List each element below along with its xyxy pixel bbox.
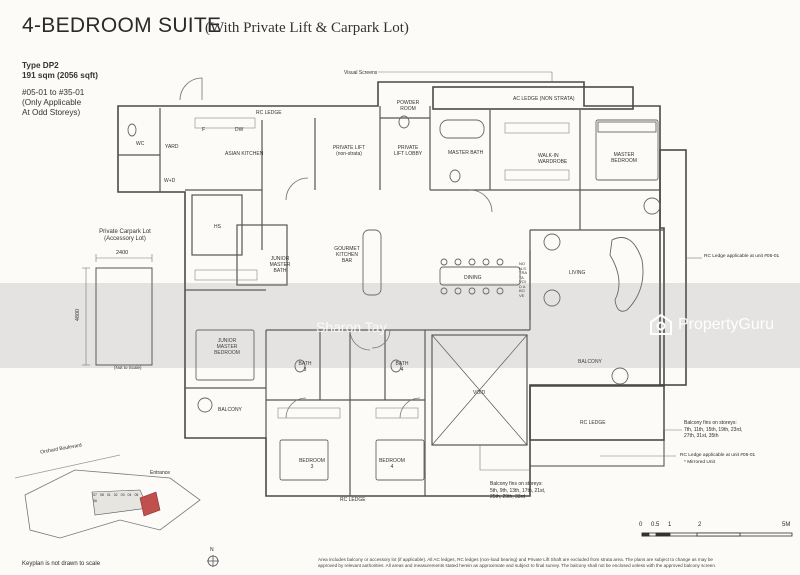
balcony-fins-1-title: Balcony fins on storeys: (684, 420, 737, 426)
scale-ticks: 0 0.5 1 2 5M (639, 522, 799, 532)
carpark-scale-note: (Not to Scale) (114, 365, 142, 370)
rc-ledge-05-lower-note: RC Ledge applicable at unit #05-01 (680, 453, 756, 458)
scale-bar (641, 532, 793, 537)
unit-range: #05-01 to #35-01 (22, 88, 85, 97)
keyplan-block: 03 (120, 493, 125, 497)
keyplan-block: 08 (99, 493, 104, 497)
keyplan-block: 05 (134, 493, 139, 497)
footnote: Area includes balcony or accessory lot (… (318, 557, 796, 569)
keyplan-blocks: 07 08 01 02 03 04 05 06 (93, 493, 141, 503)
page-title: 4-BEDROOM SUITE (22, 14, 222, 37)
balcony-fins-1-line1: 7th, 11th, 15th, 19th, 23rd, (684, 426, 743, 433)
keyplan (14, 454, 219, 567)
balcony-fins-note-2: Balcony fins on storeys: 5th, 9th, 13th,… (490, 481, 545, 501)
unit-range-note-2: At Odd Storeys) (22, 108, 81, 117)
scale-tick: 0.5 (651, 522, 660, 528)
carpark-width: 2400 (116, 250, 129, 256)
keyplan-entrance: Entrance (150, 470, 171, 476)
watermark-band (0, 283, 800, 368)
carpark-title: Private Carpark Lot (Accessory Lot) (90, 229, 160, 243)
scale-tick: 5M (782, 522, 791, 528)
carpark-title-2: (Accessory Lot) (104, 236, 146, 242)
scale-tick: 1 (668, 522, 672, 528)
balcony-fins-2-line2: 25th, 29th, 33rd (490, 494, 526, 500)
unit-type: Type DP2 (22, 61, 59, 70)
keyplan-block: 02 (113, 493, 118, 497)
balcony-fins-2-line1: 5th, 9th, 13th, 17th, 21st, (490, 487, 546, 494)
watermark-brand: PropertyGuru (649, 314, 774, 336)
rc-ledge-05-note: RC Ledge applicable at unit #05-01 (704, 254, 780, 259)
watermark-brand-text: PropertyGuru (677, 316, 774, 333)
footnote-line-1: Area includes balcony or accessory lot (… (318, 557, 713, 562)
unit-area: 191 sqm (2056 sqft) (22, 71, 98, 80)
unit-info: Type DP2 191 sqm (2056 sqft) #05-01 to #… (22, 61, 98, 118)
scale-tick: 2 (698, 522, 702, 528)
balcony-fins-1-line2: 27th, 31st, 35th (684, 433, 719, 439)
keyplan-block: 07 (93, 493, 97, 497)
keyplan-block: 06 (93, 499, 97, 503)
unit-range-note-1: (Only Applicable (22, 98, 82, 107)
scale-tick: 0 (639, 522, 643, 528)
propertyguru-logo-icon (649, 314, 672, 335)
page-subtitle: (With Private Lift & Carpark Lot) (205, 20, 409, 36)
north-arrow-label: N (210, 547, 214, 553)
carpark-title-1: Private Carpark Lot (99, 229, 151, 235)
keyplan-block: 01 (106, 493, 111, 497)
balcony-fins-note-1: Balcony fins on storeys: 7th, 11th, 15th… (684, 420, 742, 440)
keyplan-block: 04 (127, 493, 132, 497)
keyplan-note: Keyplan is not drawn to scale (22, 561, 101, 567)
mirrored-unit-note: * Mirrored Unit (684, 460, 715, 465)
footnote-line-2: approved by relevant authorities. All ar… (318, 563, 717, 568)
watermark-agent: Sharon Tay (316, 319, 387, 335)
balcony-fins-2-title: Balcony fins on storeys: (490, 481, 543, 487)
